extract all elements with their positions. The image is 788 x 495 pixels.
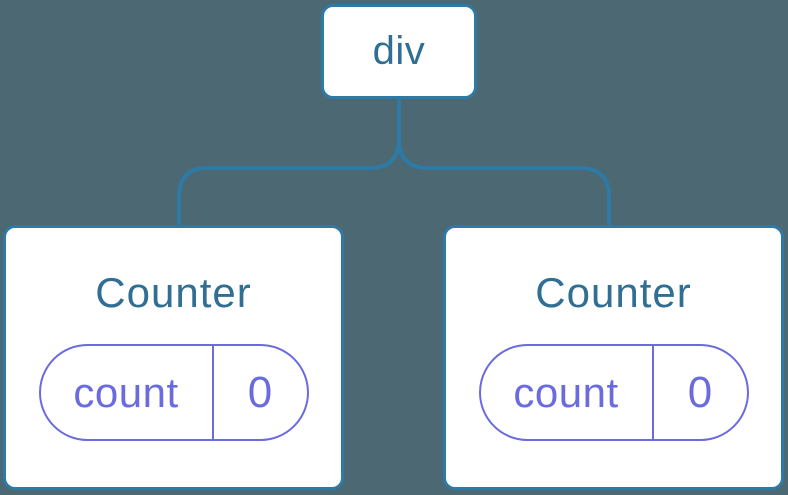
node-title: Counter xyxy=(95,269,252,316)
state-value: 0 xyxy=(247,367,273,417)
state-pill: count 0 xyxy=(478,344,749,441)
connector-path-left xyxy=(177,98,401,227)
tree-node-counter-right: Counter count 0 xyxy=(443,225,784,490)
state-value-cell: 0 xyxy=(211,346,307,439)
tree-node-div: div xyxy=(321,4,477,99)
node-title: Counter xyxy=(535,269,692,316)
state-value-cell: 0 xyxy=(651,346,747,439)
state-value: 0 xyxy=(687,367,713,417)
connector-path-right xyxy=(397,98,611,227)
tree-node-counter-left: Counter count 0 xyxy=(3,225,344,490)
state-key-cell: count xyxy=(41,346,212,439)
node-label: div xyxy=(372,29,426,73)
state-key: count xyxy=(73,368,179,416)
state-pill: count 0 xyxy=(38,344,309,441)
state-key-cell: count xyxy=(481,346,652,439)
state-key: count xyxy=(513,368,619,416)
